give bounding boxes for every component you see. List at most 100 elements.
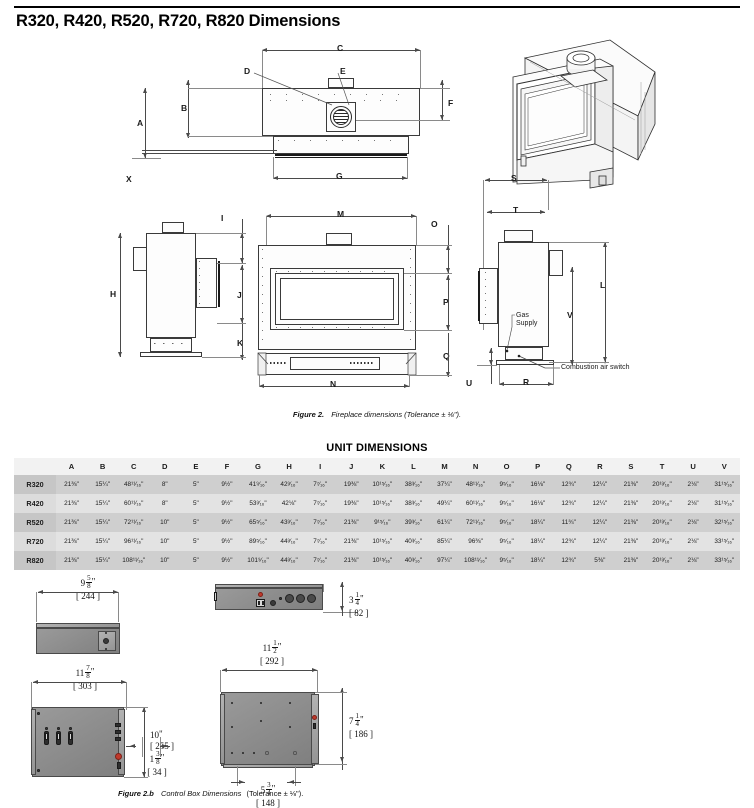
switch-screw-1 xyxy=(45,727,48,730)
table-row-model: R820 xyxy=(14,551,56,570)
table-cell-E: 5" xyxy=(180,494,212,513)
front-rivets-left xyxy=(262,249,263,347)
table-cell-Q: 12¾" xyxy=(553,475,585,494)
table-cell-L: 38³⁄₁₆" xyxy=(397,475,429,494)
cbox-lt-knob xyxy=(103,638,109,644)
dim-label-A: A xyxy=(137,118,144,128)
title-rule xyxy=(14,6,740,8)
front-valve-panel xyxy=(290,357,380,370)
table-cell-K: 10¹⁵⁄₁₆" xyxy=(366,475,398,494)
panel-screw-d xyxy=(231,726,233,728)
port-2[interactable] xyxy=(296,594,305,603)
rivet-row-skirt xyxy=(278,140,404,141)
table-cell-K: 10¹⁵⁄₁₆" xyxy=(366,532,398,551)
side-rear-box xyxy=(133,247,147,271)
table-cell-U: 2⅛" xyxy=(677,494,709,513)
dim-label-P: P xyxy=(443,297,449,307)
switch-screw-3 xyxy=(69,727,72,730)
cbox-rf-left-rail xyxy=(220,694,225,764)
reset-button[interactable] xyxy=(115,753,122,760)
table-cell-P: 16⅛" xyxy=(522,475,554,494)
black-button[interactable] xyxy=(270,600,276,606)
cbox-rf-reset[interactable] xyxy=(312,715,317,720)
switch-screw-2 xyxy=(57,727,60,730)
table-cell-D: 10" xyxy=(149,513,181,532)
table-cell-U: 2⅛" xyxy=(677,532,709,551)
dim-label-E: E xyxy=(340,66,346,76)
panel-hole-3 xyxy=(253,752,255,754)
front-flue-collar xyxy=(326,233,352,245)
dim-label-Q: Q xyxy=(443,351,450,361)
table-cell-O: 9⁵⁄₁₆" xyxy=(491,551,523,570)
cbox-rf-right-rail xyxy=(311,694,319,764)
cbox-face-left-rail xyxy=(31,709,36,775)
dim-whole: 1 xyxy=(149,753,155,764)
table-cell-R: 12¼" xyxy=(584,532,616,551)
table-cell-V: 31¹⁵⁄₁₆" xyxy=(708,494,740,513)
table-cell-G: 41⁹⁄₁₆" xyxy=(242,475,274,494)
table-cell-S: 21⅜" xyxy=(615,475,647,494)
table-cell-C: 72¹¹⁄₁₆" xyxy=(118,513,150,532)
table-cell-F: 9½" xyxy=(211,494,243,513)
table-cell-M: 49¼" xyxy=(428,494,461,513)
table-cell-B: 15¼" xyxy=(87,475,119,494)
table-cell-R: 12¼" xyxy=(584,513,616,532)
table-cell-R: 5⅜" xyxy=(584,551,616,570)
table-cell-L: 38³⁄₁₆" xyxy=(397,494,429,513)
table-row-model: R520 xyxy=(14,513,56,532)
dim-unit: " xyxy=(360,714,364,725)
table-cell-S: 21⅜" xyxy=(615,532,647,551)
table-col-header-J: J xyxy=(335,458,367,475)
dim-unit: " xyxy=(160,752,165,763)
table-cell-T: 20¹³⁄₁₆" xyxy=(646,513,678,532)
table-cell-M: 97¼" xyxy=(428,551,461,570)
table-col-header-P: P xyxy=(522,458,554,475)
table-cell-N: 108¹¹⁄₁₆" xyxy=(460,551,492,570)
table-cell-J: 21⅜" xyxy=(335,551,367,570)
table-cell-N: 48¹¹⁄₁₆" xyxy=(460,475,492,494)
front-view-drawing: M O P xyxy=(257,205,458,395)
table-cell-C: 60¹¹⁄₁₆" xyxy=(118,494,150,513)
dim-unit: " xyxy=(277,641,282,652)
port-1[interactable] xyxy=(285,594,294,603)
table-cell-D: 10" xyxy=(149,532,181,551)
toggle-switch-1-lever[interactable] xyxy=(45,733,48,740)
dim-label-M: M xyxy=(337,209,345,219)
table-cell-C: 48¹¹⁄₁₆" xyxy=(118,475,150,494)
cbox-lt-screw-top xyxy=(105,632,107,634)
vent-square xyxy=(326,102,356,132)
side-pedestal xyxy=(150,338,192,352)
table-col-header-M: M xyxy=(428,458,461,475)
table-cell-L: 40³⁄₁₆" xyxy=(397,532,429,551)
receptacle-slot-l xyxy=(258,601,260,605)
toggle-switch-3-lever[interactable] xyxy=(69,733,72,740)
table-cell-B: 15¼" xyxy=(87,551,119,570)
rivet-row-top xyxy=(270,94,412,95)
side-front-frame xyxy=(196,258,217,308)
dim-label-J: J xyxy=(237,290,242,300)
corner-screw-tl xyxy=(37,712,40,715)
table-cell-S: 21⅜" xyxy=(615,551,647,570)
side-main-body xyxy=(146,233,196,338)
front-rivets-top xyxy=(276,271,396,272)
port-3[interactable] xyxy=(307,594,316,603)
flue-collar xyxy=(328,78,354,88)
toggle-switch-2-lever[interactable] xyxy=(57,733,60,740)
figure-2-caption: Figure 2. Fireplace dimensions (Toleranc… xyxy=(0,410,754,419)
table-cell-A: 21⅜" xyxy=(56,475,88,494)
dim-label-S: S xyxy=(511,173,517,183)
dim-mm: [ 82 ] xyxy=(349,608,369,618)
table-cell-I: 7⁷⁄₁₆" xyxy=(304,513,336,532)
table-cell-P: 18¼" xyxy=(522,532,554,551)
table-cell-O: 9⁵⁄₁₆" xyxy=(491,475,523,494)
table-cell-F: 9½" xyxy=(211,551,243,570)
